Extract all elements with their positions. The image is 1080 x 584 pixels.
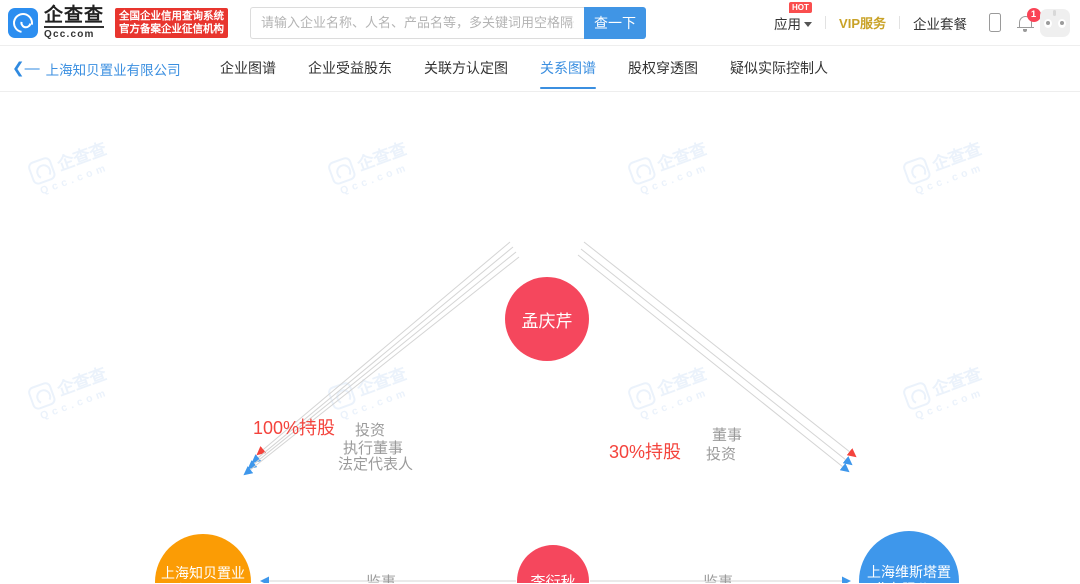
tab-actual-controller[interactable]: 疑似实际控制人 xyxy=(730,60,828,76)
edge-label-director: 董事 xyxy=(712,427,743,444)
secondary-nav: ❮— 上海知贝置业有限公司 企业图谱 企业受益股东 关联方认定图 关系图谱 股权… xyxy=(0,46,1080,92)
back-link-label: 上海知贝置业有限公司 xyxy=(45,62,181,78)
graph-node-label: 李衍秋 xyxy=(530,573,576,584)
menu-divider xyxy=(825,16,827,29)
graph-node-label: 上海知贝置业有限公司 xyxy=(161,565,245,583)
bell-icon: 1 xyxy=(1016,7,1041,32)
edge-label-30-percent-holding: 30%持股 xyxy=(609,442,682,462)
logo-certification-badge: 全国企业信用查询系统 官方备案企业征信机构 xyxy=(115,7,229,38)
badge-line-1: 全国企业信用查询系统 xyxy=(119,9,225,22)
tab-relationship-graph[interactable]: 关系图谱 xyxy=(540,48,596,89)
site-header: 企查查 Qcc.com 全国企业信用查询系统 官方备案企业征信机构 查一下 应用… xyxy=(0,0,1080,46)
back-to-company-link[interactable]: ❮— 上海知贝置业有限公司 xyxy=(8,59,220,79)
phone-icon xyxy=(989,13,1001,32)
edge-label-100-percent-holding: 100%持股 xyxy=(253,418,336,438)
notifications-button[interactable]: 1 xyxy=(1010,7,1041,38)
notification-badge: 1 xyxy=(1026,7,1041,22)
user-avatar-button[interactable] xyxy=(1040,8,1070,38)
graph-edges xyxy=(243,241,857,583)
tab-beneficial-owners[interactable]: 企业受益股东 xyxy=(308,60,392,76)
back-arrow-icon: ❮— xyxy=(12,60,40,77)
graph-node-mengqingqin[interactable]: 孟庆芹 xyxy=(505,277,589,361)
tab-equity-penetration[interactable]: 股权穿透图 xyxy=(628,60,698,76)
logo-title-cn: 企查查 xyxy=(44,4,105,28)
badge-line-2: 官方备案企业征信机构 xyxy=(119,22,225,35)
edge-label-legal-representative: 法定代表人 xyxy=(338,456,414,473)
graph-node-label: 上海维斯塔置业有限公司 xyxy=(867,564,951,583)
edge-label-executive-director: 执行董事 xyxy=(343,440,404,457)
tab-list: 企业图谱 企业受益股东 关联方认定图 关系图谱 股权穿透图 疑似实际控制人 xyxy=(220,48,828,89)
edge-label-supervisor-right: 监事 xyxy=(703,574,734,583)
chevron-down-icon xyxy=(804,21,813,27)
tab-related-parties[interactable]: 关联方认定图 xyxy=(424,60,508,76)
edge-label-investment-right: 投资 xyxy=(706,446,737,463)
avatar xyxy=(1040,8,1070,37)
edge-label-supervisor-left: 监事 xyxy=(366,574,397,583)
tab-enterprise-graph[interactable]: 企业图谱 xyxy=(220,60,276,76)
menu-vip[interactable]: VIP服务 xyxy=(826,13,899,32)
graph-node-label: 孟庆芹 xyxy=(521,311,573,331)
menu-divider xyxy=(899,16,900,29)
logo-wordmark: 企查查 Qcc.com xyxy=(44,4,105,40)
logo-title-en: Qcc.com xyxy=(44,28,95,40)
search-input[interactable] xyxy=(250,6,585,39)
header-menu: 应用 HOT VIP服务 企业套餐 1 xyxy=(761,1,1070,38)
vip-label: VIP服务 xyxy=(839,16,886,31)
mobile-app-button[interactable] xyxy=(980,8,1010,38)
qcc-logo-icon xyxy=(8,7,38,38)
search-bar: 查一下 xyxy=(250,6,647,39)
menu-apps-label: 应用 xyxy=(774,16,802,32)
site-logo[interactable]: 企查查 Qcc.com 全国企业信用查询系统 官方备案企业征信机构 xyxy=(8,4,229,40)
menu-apps[interactable]: 应用 HOT xyxy=(761,1,825,33)
menu-enterprise-package[interactable]: 企业套餐 xyxy=(913,16,967,32)
search-button[interactable]: 查一下 xyxy=(584,6,647,39)
edge-label-investment-left: 投资 xyxy=(355,422,386,439)
hot-badge: HOT xyxy=(789,1,812,13)
